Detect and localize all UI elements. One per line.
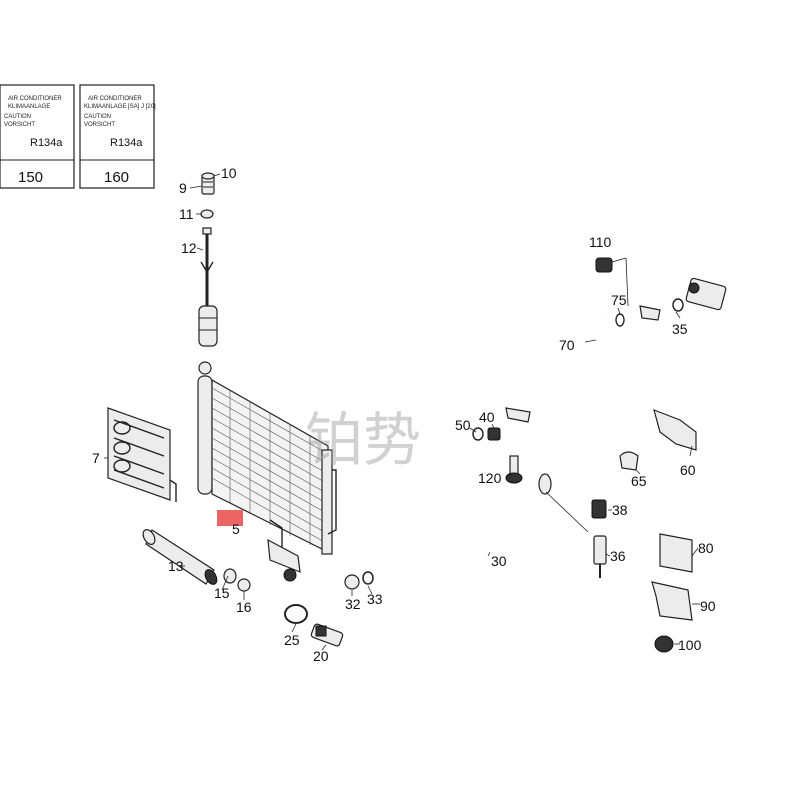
clip-part-65 <box>619 451 639 471</box>
bracket-part-90 <box>651 581 693 621</box>
watermark: 铂势 <box>305 406 421 474</box>
label-160-line-4: VORSICHT <box>84 122 115 128</box>
callout-7: 7 <box>92 450 100 466</box>
nut-part-40 <box>487 427 501 441</box>
callout-110: 110 <box>589 234 612 250</box>
callout-16: 16 <box>236 599 252 615</box>
o-ring-part-33 <box>362 571 374 585</box>
pressure-switch-part <box>310 623 344 647</box>
label-150-line-4: VORSICHT <box>4 122 35 128</box>
callout-120: 120 <box>478 470 502 486</box>
callout-32: 32 <box>345 596 361 612</box>
callout-12: 12 <box>181 240 197 256</box>
fitting-part-32 <box>344 574 360 590</box>
callout-20: 20 <box>313 648 329 664</box>
valve-cap-part <box>201 172 215 195</box>
label-150-line-3: CAUTION <box>4 114 31 120</box>
callout-33: 33 <box>367 591 383 607</box>
callout-70: 70 <box>559 337 575 353</box>
damper-part-80 <box>659 533 693 573</box>
heat-exchanger-part <box>107 407 177 502</box>
expansion-valve-part <box>672 277 727 312</box>
leader-lines <box>104 173 700 651</box>
label-160-refrigerant: R134a <box>110 137 143 149</box>
condenser-part <box>197 361 337 573</box>
cap-part-38 <box>591 499 607 519</box>
o-ring-part-15 <box>223 568 237 584</box>
callout-10: 10 <box>221 165 237 181</box>
label-160-number: 160 <box>104 169 129 186</box>
receiver-drier-part <box>142 529 218 585</box>
fitting-part-main <box>283 568 297 582</box>
switch-part-36 <box>593 535 607 578</box>
dryer-rod-part <box>198 227 218 347</box>
callout-40: 40 <box>479 409 495 425</box>
callout-90: 90 <box>700 598 716 614</box>
callout-36: 36 <box>610 548 626 564</box>
suction-line-part-70 <box>505 305 661 432</box>
highlight-marker <box>217 510 243 526</box>
label-160-line-1: AIR CONDITIONER <box>88 96 142 102</box>
callout-80: 80 <box>698 540 714 556</box>
callout-60: 60 <box>680 462 696 478</box>
warning-label-150: AIR CONDITIONER KLIMAANLAGE CAUTION VORS… <box>0 84 75 189</box>
callout-65: 65 <box>631 473 647 489</box>
callout-100: 100 <box>678 637 702 653</box>
nut-part-110 <box>595 257 613 273</box>
callout-38: 38 <box>612 502 628 518</box>
callout-11: 11 <box>179 206 194 222</box>
refrigerant-line-part-30 <box>379 321 648 577</box>
bolt-part-120 <box>505 455 523 484</box>
callout-30: 30 <box>491 553 507 569</box>
callout-50: 50 <box>455 417 471 433</box>
label-150-number: 150 <box>18 169 43 186</box>
callout-5: 5 <box>232 521 240 537</box>
o-ring-part-50 <box>472 427 484 441</box>
callout-75: 75 <box>611 292 627 308</box>
callout-9: 9 <box>179 180 187 196</box>
clamp-part-60 <box>653 409 697 451</box>
o-ring-part-25 <box>284 604 308 624</box>
label-160-line-3: CAUTION <box>84 114 111 120</box>
plug-part-16 <box>237 578 251 592</box>
label-150-refrigerant: R134a <box>30 137 63 149</box>
callout-13: 13 <box>168 558 184 574</box>
label-150-line-1: AIR CONDITIONER <box>8 96 62 102</box>
callout-15: 15 <box>214 585 230 601</box>
callout-25: 25 <box>284 632 300 648</box>
label-150-line-2: KLIMAANLAGE <box>8 104 50 110</box>
label-160-line-2: KLIMAANLAGE [SA] J [20] <box>84 104 156 110</box>
callout-35: 35 <box>672 321 688 337</box>
washer-part-11 <box>200 209 214 219</box>
warning-label-160: AIR CONDITIONER KLIMAANLAGE [SA] J [20] … <box>79 84 156 189</box>
nut-part-100 <box>654 635 674 653</box>
